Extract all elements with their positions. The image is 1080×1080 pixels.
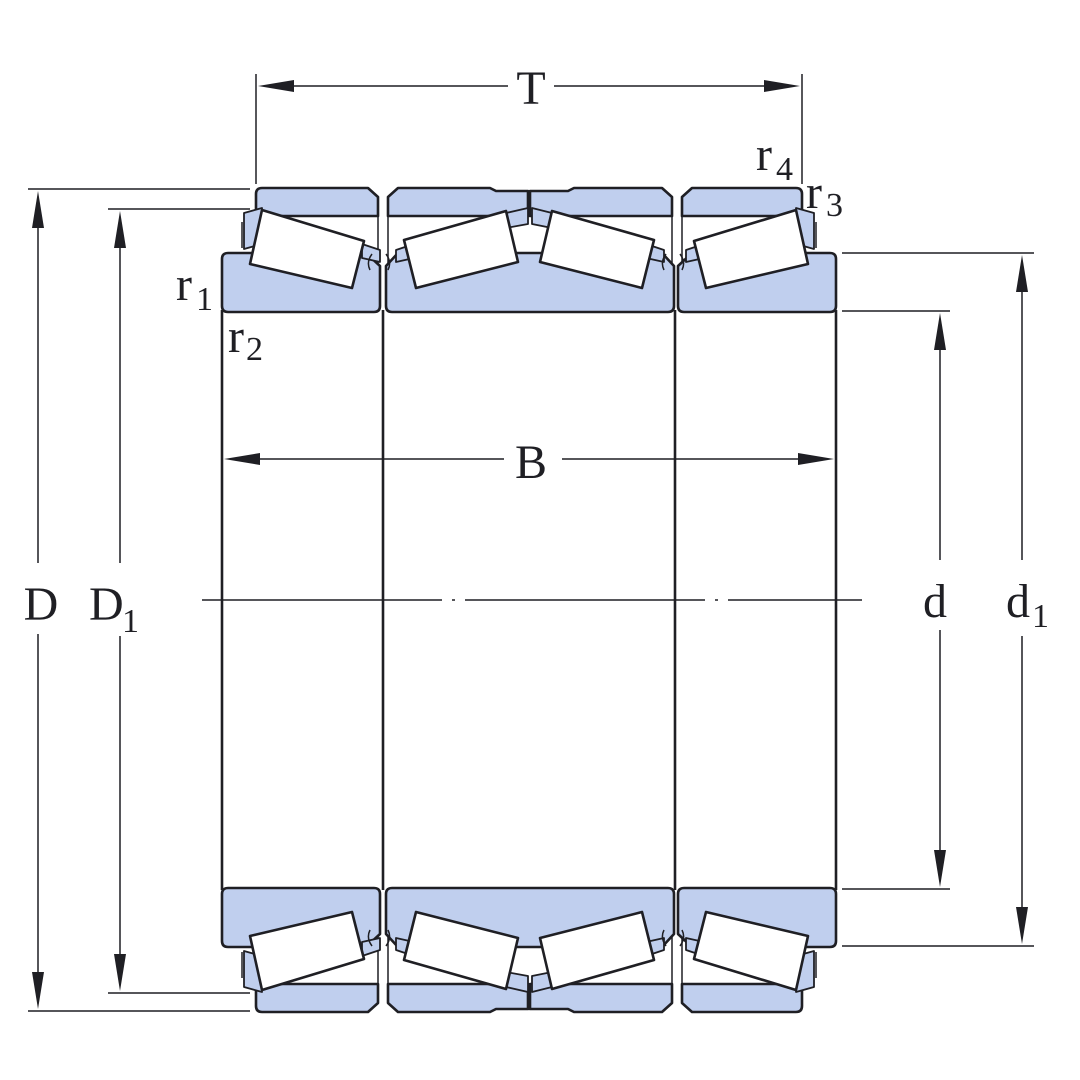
label-r4: r xyxy=(756,128,772,181)
label-d1-subscript: 1 xyxy=(1032,598,1049,635)
label-d1: d xyxy=(1006,575,1030,628)
dimension-D: D xyxy=(24,188,250,1012)
upper-bearing-section xyxy=(220,186,838,314)
dimension-T: T xyxy=(255,62,803,184)
lower-bearing-section xyxy=(220,886,838,1014)
dimension-d: d xyxy=(842,310,950,890)
label-r4-subscript: 4 xyxy=(776,151,793,188)
dimension-B: B xyxy=(224,436,834,489)
label-B: B xyxy=(515,436,547,489)
label-d: d xyxy=(923,575,947,628)
label-D1-subscript: 1 xyxy=(122,603,139,640)
label-r2-subscript: 2 xyxy=(246,331,263,368)
label-r3-subscript: 3 xyxy=(826,187,843,224)
label-r1-subscript: 1 xyxy=(196,281,213,318)
label-T: T xyxy=(516,62,545,115)
label-r3: r xyxy=(806,166,822,219)
dimension-d1: d 1 xyxy=(842,252,1049,947)
label-r1: r xyxy=(176,258,192,311)
label-D: D xyxy=(24,578,59,631)
label-r2: r xyxy=(228,310,244,363)
radius-labels: r 1 r 2 r 4 r 3 xyxy=(176,128,843,368)
label-D1: D xyxy=(89,578,124,631)
dimension-D1: D 1 xyxy=(89,208,250,994)
